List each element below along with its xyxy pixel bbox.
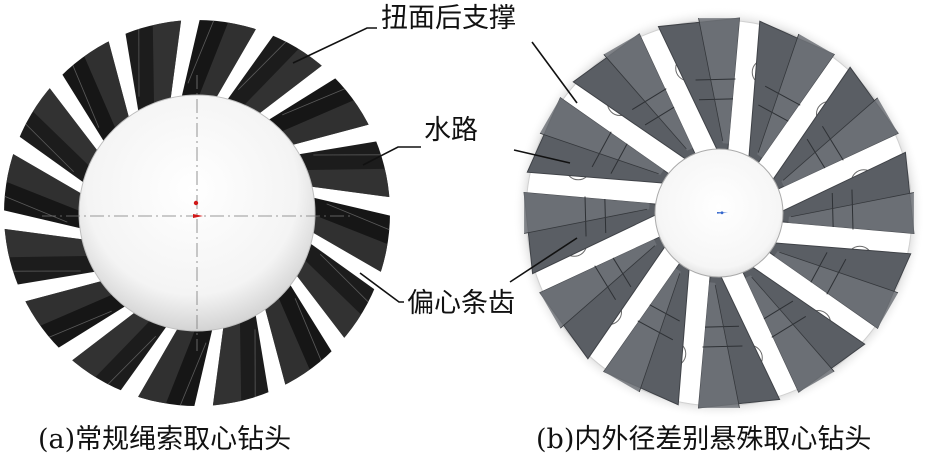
- blade-mark: [831, 193, 834, 228]
- blade-mark: [702, 345, 743, 348]
- bit-b-center-mark: [717, 211, 728, 215]
- leader-water-a: [362, 146, 421, 166]
- blade-face: [524, 192, 650, 234]
- blade-mark: [631, 88, 667, 111]
- blade-ridge: [603, 54, 687, 150]
- tooth-a-edge: [326, 203, 390, 235]
- tooth-a-facet: [132, 323, 197, 406]
- tooth-a-facet: [300, 168, 390, 199]
- tooth-a-edge: [4, 191, 68, 223]
- tooth-a-edge: [16, 114, 75, 173]
- tooth-a-facet: [293, 255, 370, 348]
- bit-b-differential: [513, 7, 925, 419]
- tooth-a-facet: [197, 20, 262, 103]
- blade-face: [539, 97, 664, 175]
- bit-b-twisted-supports: [523, 17, 915, 409]
- tooth-a-facet: [152, 20, 183, 110]
- blade-face: [698, 282, 740, 408]
- blade-mark: [851, 189, 854, 230]
- tooth-a-edge: [98, 335, 157, 394]
- blade-mark: [584, 196, 587, 237]
- blade-mark: [806, 138, 826, 169]
- blade-mark: [637, 320, 674, 341]
- tooth-a-edge: [67, 53, 100, 128]
- blade-mark: [604, 198, 607, 233]
- blade-ridge: [751, 276, 835, 372]
- blade-mark: [594, 265, 617, 301]
- blade-face: [603, 33, 693, 151]
- leader-tooth-a: [359, 272, 404, 303]
- blade-mark: [695, 78, 736, 81]
- tooth-a-facet: [13, 279, 118, 331]
- caption-b: (b)内外径差别悬殊取心钻头: [536, 424, 872, 455]
- blade-mark: [612, 257, 632, 288]
- bit-a-conventional: [4, 20, 390, 406]
- blade-face: [745, 275, 835, 393]
- blade-mark: [649, 304, 680, 322]
- blade-face: [781, 97, 899, 187]
- leader-water-b: [513, 149, 571, 164]
- blade-mark: [591, 131, 612, 168]
- blade-ridge: [790, 192, 915, 218]
- blade-face: [757, 33, 835, 158]
- label-twisted-support: 扭面后支撑: [381, 3, 516, 34]
- blade-ridge: [782, 97, 878, 181]
- blade-mark: [826, 258, 847, 295]
- tooth-a-edge: [175, 342, 207, 406]
- leader-tooth-b: [509, 237, 578, 283]
- blade-mark: [699, 98, 734, 101]
- blade-mark: [810, 252, 828, 283]
- blade-face: [774, 251, 899, 329]
- tooth-a-edge: [37, 310, 112, 343]
- label-eccentric-tooth: 偏心条齿: [407, 288, 515, 319]
- blade-mark: [821, 125, 844, 161]
- blade-mark: [644, 106, 675, 126]
- tooth-a-facet: [24, 78, 102, 171]
- tooth-a-facet: [239, 40, 332, 117]
- tooth-a-facet: [79, 29, 131, 134]
- blade-mark: [771, 315, 807, 338]
- tooth-a-facet: [263, 292, 315, 397]
- tooth-a-facet: [211, 316, 242, 406]
- leader-lines: [292, 27, 578, 303]
- blade-face: [788, 192, 914, 234]
- blade-mark: [758, 104, 789, 122]
- tooth-a-edge: [319, 253, 378, 312]
- blade-ridge: [560, 245, 656, 329]
- tooth-a-edge: [187, 20, 219, 84]
- leader-twisted-support-a: [292, 27, 377, 64]
- tooth-a-edge: [282, 83, 357, 116]
- bit-a-center-mark: [193, 200, 203, 218]
- blade-ridge: [523, 208, 648, 234]
- tooth-a-edge: [237, 32, 296, 91]
- leader-twisted-support-b: [531, 41, 578, 104]
- blade-mark: [704, 325, 739, 328]
- blade-face: [698, 18, 740, 144]
- blade-ridge: [779, 251, 899, 294]
- blade-mark: [764, 85, 801, 106]
- tooth-a-facet: [276, 95, 381, 147]
- tooth-a-facet: [62, 309, 155, 386]
- label-water-channel: 水路: [424, 115, 478, 146]
- blade-face: [539, 239, 657, 329]
- caption-a: (a)常规绳索取心钻头: [38, 424, 292, 455]
- blade-ridge: [714, 284, 740, 409]
- blade-mark: [763, 300, 794, 320]
- blade-ridge: [638, 273, 681, 393]
- blade-ridge: [698, 17, 724, 142]
- tooth-a-facet: [4, 227, 94, 258]
- tooth-a-edge: [294, 298, 327, 373]
- blade-ridge: [539, 132, 659, 175]
- tooth-a-facet: [307, 213, 390, 278]
- blade-ridge: [757, 33, 800, 153]
- blade-face: [603, 268, 681, 393]
- tooth-a-facet: [4, 148, 87, 213]
- blade-mark: [610, 143, 628, 174]
